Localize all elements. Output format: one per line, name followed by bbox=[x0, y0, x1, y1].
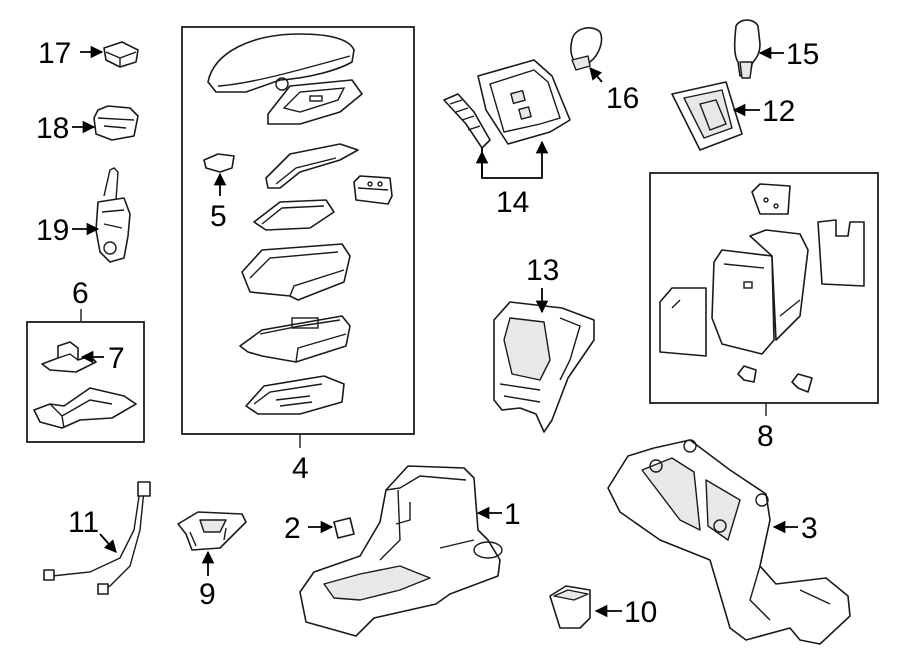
callout-18: 18 bbox=[36, 112, 69, 145]
part-8-clip-a[interactable] bbox=[737, 365, 757, 383]
part-4-latch-trim[interactable] bbox=[265, 143, 359, 189]
callout-6: 6 bbox=[72, 277, 89, 310]
callout-15: 15 bbox=[786, 38, 819, 71]
part-2-pad[interactable] bbox=[333, 517, 355, 539]
part-5-clip[interactable] bbox=[203, 153, 235, 173]
bracket-group-box bbox=[26, 321, 145, 443]
callout-5: 5 bbox=[210, 200, 227, 233]
part-8-side-panel[interactable] bbox=[711, 229, 809, 355]
callout-16: 16 bbox=[606, 82, 639, 115]
part-11-wiring-harness[interactable] bbox=[43, 481, 151, 595]
part-8-mount-bracket[interactable] bbox=[751, 183, 791, 215]
callout-2: 2 bbox=[284, 512, 301, 545]
armrest-assembly-box bbox=[181, 26, 415, 435]
part-18-switch[interactable] bbox=[93, 105, 139, 141]
trim-panel-group-box bbox=[649, 172, 879, 404]
callout-12: 12 bbox=[762, 95, 795, 128]
callout-1: 1 bbox=[504, 498, 521, 531]
callout-13: 13 bbox=[526, 254, 559, 287]
callout-14-bracket bbox=[481, 140, 549, 179]
callout-19: 19 bbox=[36, 214, 69, 247]
callout-10: 10 bbox=[624, 596, 657, 629]
callout-11: 11 bbox=[68, 506, 99, 539]
part-15-shift-knob[interactable] bbox=[733, 19, 761, 79]
part-4-armrest-lid[interactable] bbox=[207, 33, 355, 93]
part-4-storage-bin-upper[interactable] bbox=[241, 243, 351, 301]
callout-14: 14 bbox=[496, 186, 529, 219]
callout-7: 7 bbox=[108, 342, 125, 375]
callout-3: 3 bbox=[801, 512, 818, 545]
part-10-storage-bin[interactable] bbox=[549, 585, 591, 629]
part-16-shift-knob[interactable] bbox=[570, 27, 603, 71]
part-6-bracket[interactable] bbox=[33, 387, 137, 429]
part-9-cup-holder[interactable] bbox=[177, 511, 247, 551]
callout-9: 9 bbox=[199, 578, 216, 611]
part-4-lid-frame[interactable] bbox=[267, 79, 363, 125]
part-7-clip[interactable] bbox=[41, 341, 97, 373]
part-8-clip-b[interactable] bbox=[791, 373, 813, 393]
callout-11-arrow bbox=[99, 533, 117, 553]
part-12-shift-boot[interactable] bbox=[671, 81, 743, 151]
part-4-hinge-bracket[interactable] bbox=[353, 175, 393, 205]
part-13-console-bezel[interactable] bbox=[493, 301, 595, 433]
part-4-storage-bin-lower[interactable] bbox=[239, 315, 351, 363]
part-14-indicator-strip[interactable] bbox=[443, 93, 491, 149]
part-19-bracket[interactable] bbox=[95, 167, 131, 263]
callout-4: 4 bbox=[292, 452, 309, 485]
part-1-console[interactable] bbox=[299, 465, 503, 637]
part-8-pad-left[interactable] bbox=[659, 287, 707, 357]
part-14-shift-bezel[interactable] bbox=[477, 59, 571, 145]
callout-17: 17 bbox=[38, 37, 71, 70]
part-17-connector[interactable] bbox=[103, 41, 139, 68]
callout-8: 8 bbox=[757, 420, 774, 453]
part-3-console-bracket[interactable] bbox=[607, 439, 851, 645]
callout-16-arrow bbox=[589, 67, 603, 83]
part-4-pad[interactable] bbox=[253, 199, 335, 231]
part-8-pad-right[interactable] bbox=[817, 219, 865, 287]
part-4-tray[interactable] bbox=[245, 375, 345, 415]
